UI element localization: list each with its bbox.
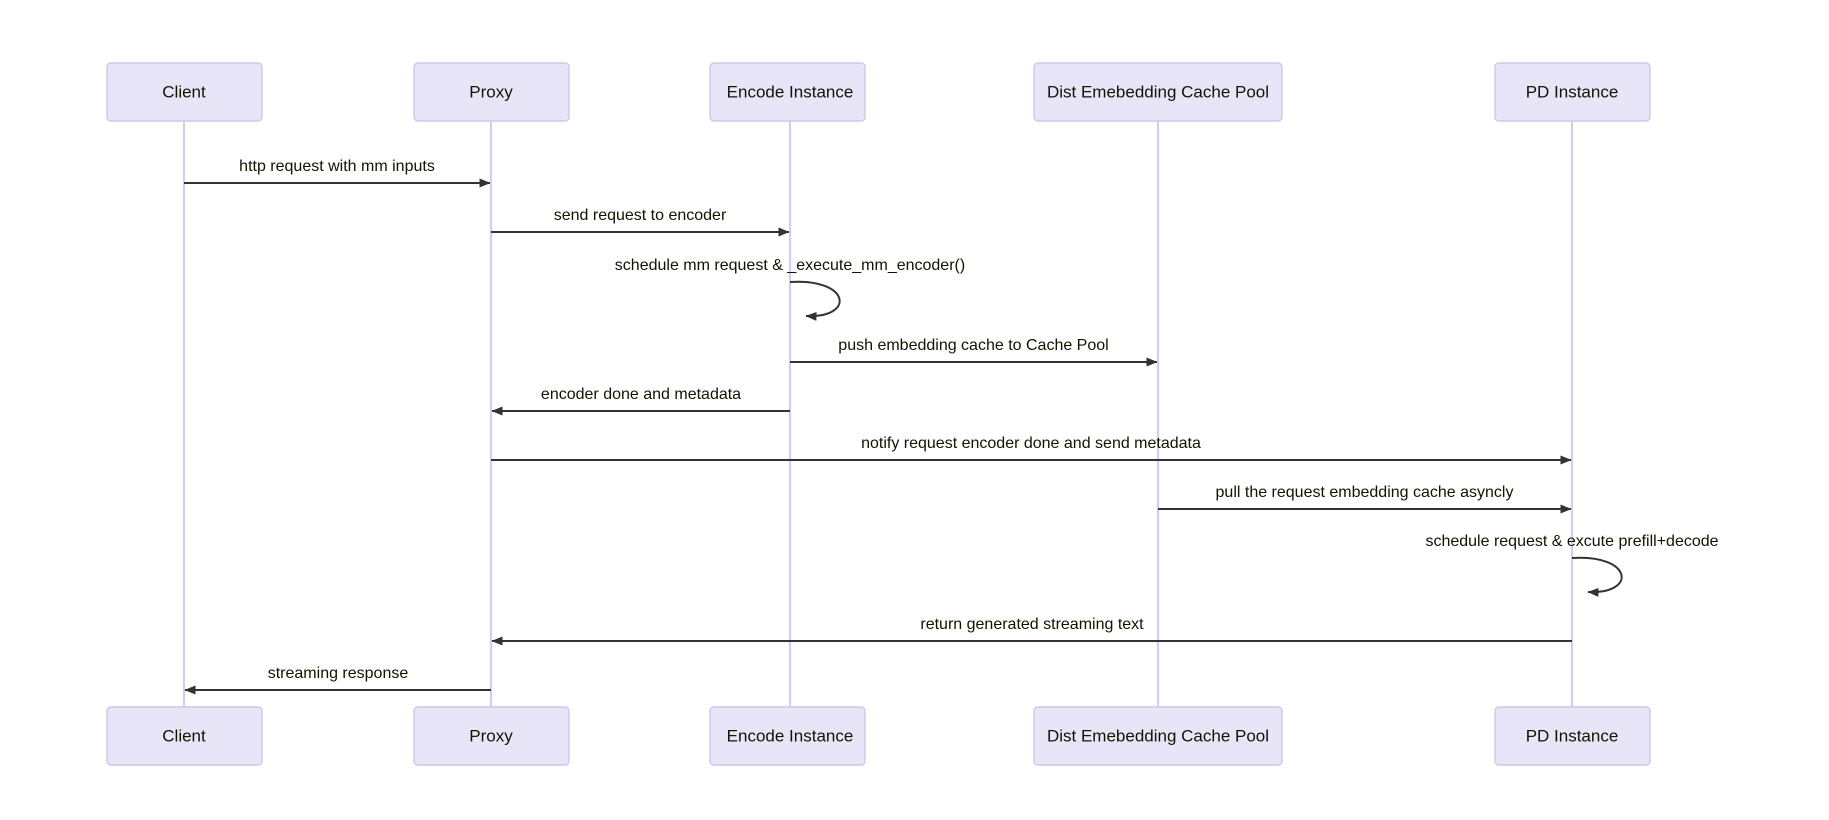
actor-client-bottom[interactable]: Client <box>106 706 263 766</box>
actor-pd-bottom[interactable]: PD Instance <box>1494 706 1651 766</box>
message-m10[interactable]: streaming response <box>184 665 491 695</box>
message-m5[interactable]: encoder done and metadata <box>491 386 790 416</box>
message-loop-m3 <box>789 280 841 321</box>
message-m3[interactable]: schedule mm request & _execute_mm_encode… <box>615 257 965 321</box>
message-label-m2: send request to encoder <box>554 207 727 224</box>
lifelines-layer <box>182 121 1574 707</box>
message-m7[interactable]: pull the request embedding cache asyncly <box>1158 484 1572 514</box>
actors-bottom-layer: Client Proxy Encode Instance Dist Emebeddin… <box>106 706 1651 766</box>
actor-label-pool-top: Dist Emebedding Cache Pool <box>1047 82 1269 101</box>
actor-pool-bottom[interactable]: Dist Emebedding Cache Pool <box>1033 706 1283 766</box>
actor-label-pd-bottom: PD Instance <box>1526 726 1619 745</box>
message-label-m8: schedule request & excute prefill+decode <box>1425 533 1718 550</box>
message-label-m3: schedule mm request & _execute_mm_encode… <box>615 257 965 274</box>
actor-box-proxy-top[interactable] <box>413 62 570 122</box>
message-m8[interactable]: schedule request & excute prefill+decode <box>1425 533 1719 597</box>
actor-box-client-top[interactable] <box>106 62 263 122</box>
message-m9[interactable]: return generated streaming text <box>491 616 1572 646</box>
message-m1[interactable]: http request with mm inputs <box>184 158 491 188</box>
actor-pool-top[interactable]: Dist Emebedding Cache Pool <box>1033 62 1283 122</box>
message-label-m9: return generated streaming text <box>920 616 1144 633</box>
actor-encoder-top[interactable]: Encode Instance <box>709 62 866 122</box>
actor-label-proxy-bottom: Proxy <box>469 726 513 745</box>
actor-box-pool-top[interactable] <box>1033 62 1283 122</box>
actor-label-pool-bottom: Dist Emebedding Cache Pool <box>1047 726 1269 745</box>
actor-box-encoder-top[interactable] <box>709 62 866 122</box>
message-label-m5: encoder done and metadata <box>541 386 741 403</box>
message-label-m1: http request with mm inputs <box>239 158 435 175</box>
message-m6[interactable]: notify request encoder done and send met… <box>491 435 1572 465</box>
message-label-m4: push embedding cache to Cache Pool <box>838 337 1108 354</box>
message-label-m6: notify request encoder done and send met… <box>861 435 1201 452</box>
actor-label-pd-top: PD Instance <box>1526 82 1619 101</box>
message-label-m10: streaming response <box>268 665 409 682</box>
message-m2[interactable]: send request to encoder <box>491 207 790 237</box>
actor-encoder-bottom[interactable]: Encode Instance <box>709 706 866 766</box>
actor-box-pool-bottom[interactable] <box>1033 706 1283 766</box>
actor-box-pd-top[interactable] <box>1494 62 1651 122</box>
actor-proxy-top[interactable]: Proxy <box>413 62 570 122</box>
actor-box-encoder-bottom[interactable] <box>709 706 866 766</box>
messages-layer: http request with mm inputs send request … <box>184 158 1719 695</box>
actor-box-client-bottom[interactable] <box>106 706 263 766</box>
actor-proxy-bottom[interactable]: Proxy <box>413 706 570 766</box>
actor-box-proxy-bottom[interactable] <box>413 706 570 766</box>
actor-label-client-bottom: Client <box>162 726 206 745</box>
actors-top-layer: Client Proxy Encode Instance Dist Emebeddin… <box>106 62 1651 122</box>
actor-label-client-top: Client <box>162 82 206 101</box>
actor-pd-top[interactable]: PD Instance <box>1494 62 1651 122</box>
actor-box-pd-bottom[interactable] <box>1494 706 1651 766</box>
message-label-m7: pull the request embedding cache asyncly <box>1216 484 1514 501</box>
message-m4[interactable]: push embedding cache to Cache Pool <box>790 337 1158 367</box>
actor-label-encoder-bottom: Encode Instance <box>727 726 854 745</box>
actor-label-proxy-top: Proxy <box>469 82 513 101</box>
actor-client-top[interactable]: Client <box>106 62 263 122</box>
actor-label-encoder-top: Encode Instance <box>727 82 854 101</box>
message-loop-m8 <box>1571 556 1623 597</box>
